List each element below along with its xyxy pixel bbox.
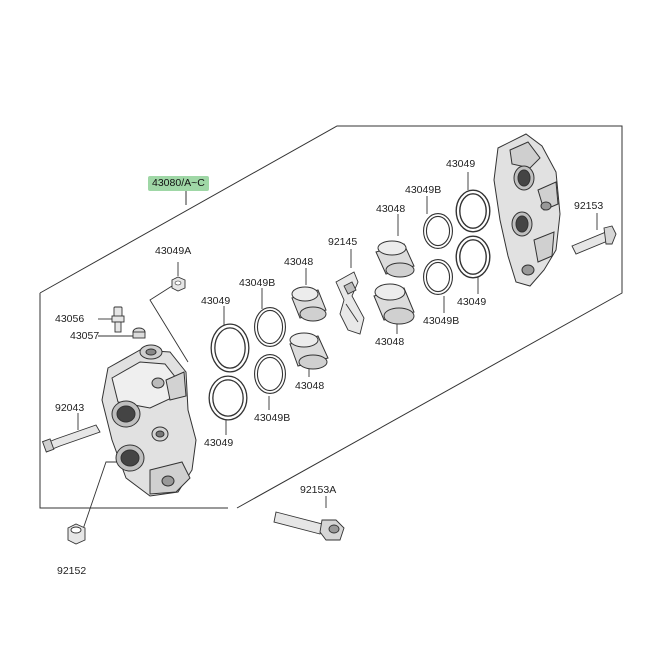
pad-spring-92145-drawing [335, 271, 365, 335]
part-label-43049b-left-bottom[interactable]: 43049B [254, 412, 291, 424]
part-label-43049-right-bottom[interactable]: 43049 [457, 296, 487, 308]
part-label-92153[interactable]: 92153 [574, 200, 604, 212]
bolt-92043-drawing [41, 424, 101, 453]
seal-right-43049-bottom [455, 235, 491, 279]
seal-right-43049-top [455, 189, 491, 233]
piston-right-43048-top [375, 240, 415, 278]
seal-left-43049-top [210, 323, 250, 373]
part-label-43057[interactable]: 43057 [70, 330, 100, 342]
washer-43049a-drawing [171, 276, 186, 292]
part-label-43048-left-top[interactable]: 43048 [284, 256, 314, 268]
seal-left-43049-bottom [208, 375, 248, 421]
part-label-43049-left-top[interactable]: 43049 [201, 295, 231, 307]
part-label-43048-right-top[interactable]: 43048 [376, 203, 406, 215]
bleeder-cap-drawing [132, 327, 146, 339]
bolt-92153a-drawing [273, 511, 345, 541]
part-label-92153a[interactable]: 92153A [300, 484, 337, 496]
part-label-92043[interactable]: 92043 [55, 402, 85, 414]
part-label-43049b-right-top[interactable]: 43049B [405, 184, 442, 196]
part-label-43049-left-bottom[interactable]: 43049 [204, 437, 234, 449]
caliper-body-right-drawing [493, 133, 561, 287]
caliper-body-left-drawing [101, 344, 197, 497]
assembly-boundary [39, 293, 228, 509]
part-label-43056[interactable]: 43056 [55, 313, 85, 325]
piston-right-43048-bottom [373, 283, 415, 325]
seal-left-43049b-top [254, 307, 286, 347]
part-label-43049b-left-top[interactable]: 43049B [239, 277, 276, 289]
seal-right-43049b-bottom [423, 259, 453, 295]
part-label-43048-right-bottom[interactable]: 43048 [375, 336, 405, 348]
assembly-label-43080[interactable]: 43080/A~C [148, 176, 209, 191]
assembly-boundary-top [39, 125, 623, 509]
bleeder-screw-drawing [111, 306, 125, 333]
bolt-92153-drawing [571, 225, 617, 255]
part-label-43049-right-top[interactable]: 43049 [446, 158, 476, 170]
seal-left-43049b-bottom [254, 354, 286, 394]
part-label-43049a[interactable]: 43049A [155, 245, 192, 257]
part-label-43048-left-bottom[interactable]: 43048 [295, 380, 325, 392]
piston-left-43048-bottom [289, 332, 329, 370]
nut-92152-drawing [67, 523, 86, 545]
part-label-43049b-right-bottom[interactable]: 43049B [423, 315, 460, 327]
part-label-92145[interactable]: 92145 [328, 236, 358, 248]
part-label-92152[interactable]: 92152 [57, 565, 87, 577]
piston-left-43048-top [291, 286, 327, 322]
seal-right-43049b-top [423, 213, 453, 249]
leader-lines [77, 172, 598, 539]
